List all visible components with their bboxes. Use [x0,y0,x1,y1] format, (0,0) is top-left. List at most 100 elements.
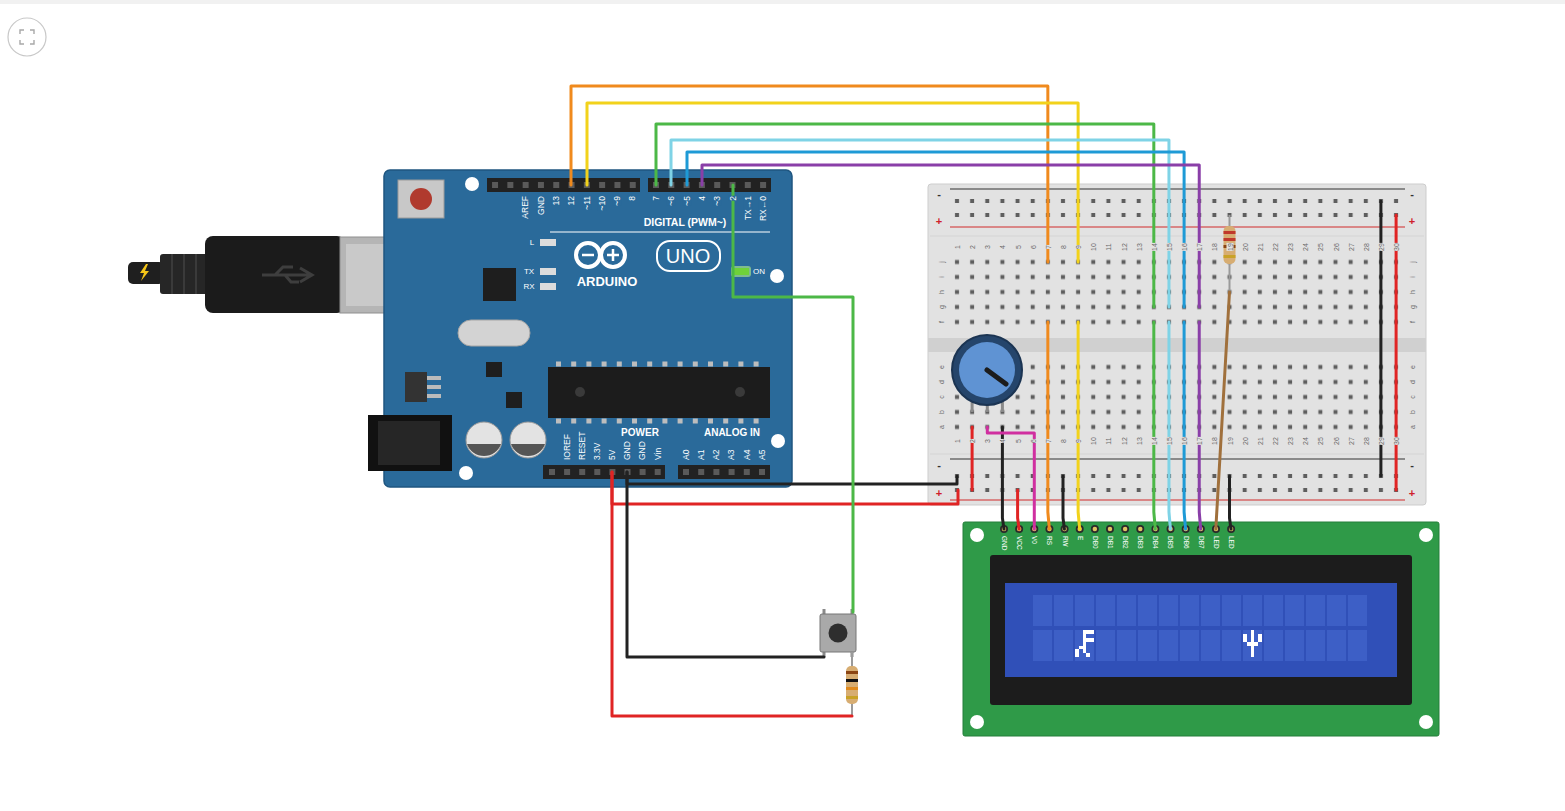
capacitor [510,422,546,458]
row-letter: i [938,276,945,278]
pin-label: DIGITAL (PWM~) [644,217,727,228]
led [540,283,556,290]
rail-sign: + [936,488,942,499]
column-number: 11 [1105,437,1112,444]
pot-indicator [987,370,1006,384]
column-number: 19 [1226,437,1233,445]
pin-label: AREF [521,196,530,219]
fullscreen-icon [20,30,34,44]
lcd-cells [1033,595,1369,665]
column-number: 5 [1014,439,1021,443]
column-number: 23 [1287,243,1294,251]
resistor-symbol [846,666,858,704]
column-number: 27 [1347,243,1354,251]
arduino-logo [576,243,625,267]
power-bolt [140,264,149,281]
rail-sign: - [1410,460,1414,471]
column-number: 8 [1059,439,1066,443]
rail-sign: - [1410,189,1414,200]
rail-divider [930,454,1424,455]
usb-plug-body [205,236,345,313]
chip-dot [735,387,745,397]
pin-label: Vin [654,448,663,460]
reset-button [398,180,444,218]
pin-label: ON [753,268,765,276]
row-letter: c [938,395,945,399]
lcd-pin-label: DB2 [1122,536,1129,549]
column-number: 9 [1075,439,1082,443]
lcd-pin-label: DB4 [1152,536,1159,549]
column-number: 24 [1302,437,1309,445]
pin-label: ~9 [613,196,622,206]
resistor-band [846,687,858,690]
jumper-wire [571,86,1049,529]
column-number: 11 [1105,243,1112,250]
pin-label: ANALOG IN [704,428,760,438]
row-letter: a [1409,425,1416,429]
pin-label: ARDUINO [577,275,638,288]
column-number: 28 [1362,243,1369,251]
led [540,268,556,275]
lcd-pin-label: GND [1001,536,1008,550]
column-number: 3 [984,439,991,443]
lcd-bezel [990,555,1412,705]
column-number: 29 [1377,437,1384,445]
jumper-wire [656,124,1155,529]
lcd-pin-label: LED [1213,536,1220,549]
column-number: 10 [1090,243,1097,251]
row-letter: i [1409,276,1416,278]
jumper-wire [687,152,1186,529]
row-letter: f [1409,321,1416,323]
pin-label: A2 [712,450,721,460]
power-wire [971,427,974,490]
column-number: 13 [1135,243,1142,251]
mounting-hole [1419,715,1433,729]
mounting-hole [771,434,785,448]
pin-label: A3 [727,450,736,460]
pot-knob [959,342,1015,398]
pin-header [543,465,665,479]
column-number: 30 [1393,243,1400,251]
lcd-pin-label: LED [1228,536,1235,549]
pin-label: GND [638,441,647,460]
chip-dot [575,387,585,397]
row-letter: b [1409,410,1416,414]
lcd-pin-label: DB0 [1092,536,1099,549]
header-pins [492,182,640,188]
power-jack-inner [378,421,440,465]
usb-plug-tip [128,262,164,284]
row-letter: f [938,321,945,323]
logo-signs [582,249,619,261]
connector-group [571,86,1201,529]
column-number: 7 [1044,245,1051,249]
column-number: 6 [1029,245,1036,249]
column-number: 3 [984,245,991,249]
reset-cap [410,188,432,210]
lcd-glyph [1075,630,1094,657]
row-letter: e [938,365,945,369]
rail-sign: - [937,189,941,200]
header-pins [683,469,770,475]
lcd-pins [1004,525,1232,533]
pin-label: IOREF [563,434,572,460]
pin-header [487,178,640,192]
rail-holes [949,194,1403,222]
row-letter: d [1409,380,1416,384]
column-number: 15 [1165,243,1172,251]
ground-wire [1002,427,1004,529]
column-number: 16 [1181,437,1188,445]
pin-label: 3.3V [593,443,602,461]
column-number: 8 [1059,245,1066,249]
row-letter: j [1409,261,1416,263]
pin-label: GND [537,196,546,215]
row-letter: g [938,305,945,309]
chip-pins [556,362,768,367]
column-number: 17 [1196,437,1203,445]
rail-line [950,458,1405,459]
column-number: 5 [1014,245,1021,249]
lcd-pin-label: VCC [1016,536,1023,550]
jumper-wire [671,140,1170,529]
